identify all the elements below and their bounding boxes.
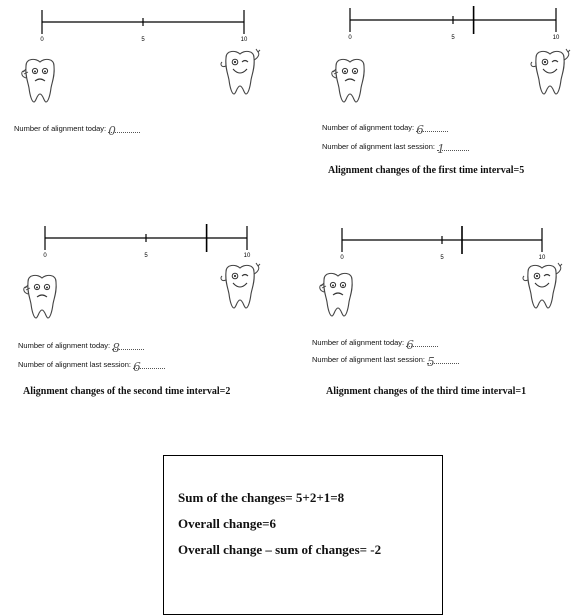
today-row: Number of alignment today: 6 <box>312 338 439 352</box>
sad-tooth-icon <box>20 272 64 327</box>
happy-tooth-icon <box>528 48 572 103</box>
today-label: Number of alignment today: <box>322 123 415 132</box>
today-label: Number of alignment today: <box>18 341 111 350</box>
scale-tick-label: 5 <box>144 253 148 259</box>
summary-sum: Sum of the changes= 5+2+1=8 <box>178 490 345 505</box>
last-session-value-line: 5 <box>427 355 460 369</box>
scale-tick-label: 5 <box>141 37 145 43</box>
scale-tick-label: 10 <box>241 37 248 43</box>
alignment-scale: 0 5 10 <box>348 6 560 41</box>
interval-caption: Alignment changes of the third time inte… <box>326 386 527 397</box>
today-value-line: 0 <box>108 124 141 138</box>
today-label: Number of alignment today: <box>14 124 107 133</box>
happy-tooth-icon <box>218 262 262 317</box>
scale-tick-label: 0 <box>43 253 47 259</box>
alignment-scale: 0 5 10 <box>40 10 248 43</box>
last-session-value: 6 <box>133 360 141 374</box>
alignment-scale: 0 5 10 <box>340 226 546 261</box>
today-value: 8 <box>112 341 120 355</box>
happy-tooth-icon <box>218 48 262 103</box>
sad-tooth-icon <box>316 270 360 325</box>
summary-box: Sum of the changes= 5+2+1=8 Overall chan… <box>163 455 443 615</box>
last-session-value-line: 1 <box>437 142 470 156</box>
today-value: 6 <box>416 123 424 137</box>
today-value-line: 8 <box>112 341 145 355</box>
scale-tick-label: 0 <box>40 37 44 43</box>
sad-tooth-icon <box>18 56 62 111</box>
scale-tick-label: 10 <box>539 255 546 261</box>
today-value-line: 6 <box>406 338 439 352</box>
last-session-row: Number of alignment last session: 6 <box>18 360 166 374</box>
scale-tick-label: 0 <box>348 35 352 41</box>
scale-tick-label: 10 <box>244 253 251 259</box>
today-row: Number of alignment today: 0 <box>14 124 141 138</box>
alignment-scale: 0 5 10 <box>43 224 251 259</box>
last-session-value: 1 <box>437 142 445 156</box>
last-session-label: Number of alignment last session: <box>322 142 435 151</box>
today-value-line: 6 <box>416 123 449 137</box>
today-value: 0 <box>108 124 116 138</box>
happy-tooth-icon <box>520 262 564 317</box>
last-session-label: Number of alignment last session: <box>18 360 131 369</box>
last-session-row: Number of alignment last session: 5 <box>312 355 460 369</box>
today-row: Number of alignment today: 8 <box>18 341 145 355</box>
summary-difference: Overall change – sum of changes= -2 <box>178 542 382 557</box>
interval-caption: Alignment changes of the second time int… <box>23 386 231 397</box>
scale-tick-label: 5 <box>440 255 444 261</box>
last-session-label: Number of alignment last session: <box>312 355 425 364</box>
sad-tooth-icon <box>328 56 372 111</box>
scale-tick-label: 0 <box>340 255 344 261</box>
today-value: 6 <box>406 338 414 352</box>
summary-overall: Overall change=6 <box>178 516 277 531</box>
last-session-value: 5 <box>427 355 435 369</box>
scale-tick-label: 10 <box>553 35 560 41</box>
today-row: Number of alignment today: 6 <box>322 123 449 137</box>
interval-caption: Alignment changes of the first time inte… <box>328 165 525 176</box>
scale-tick-label: 5 <box>451 35 455 41</box>
last-session-row: Number of alignment last session: 1 <box>322 142 470 156</box>
today-label: Number of alignment today: <box>312 338 405 347</box>
last-session-value-line: 6 <box>133 360 166 374</box>
